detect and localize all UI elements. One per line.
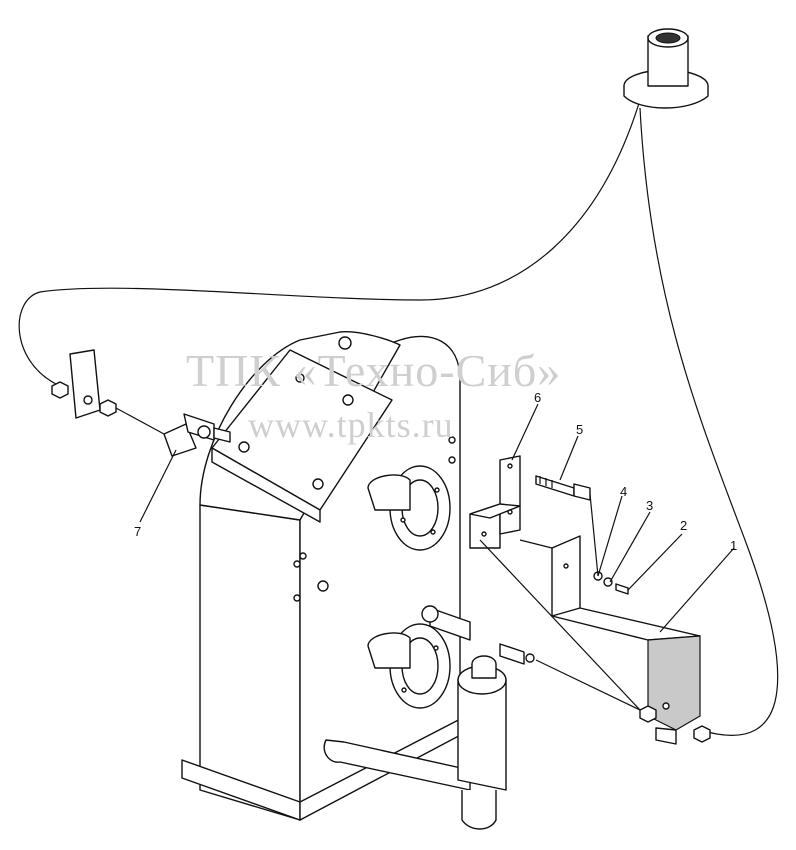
callout-7: 7 [134, 524, 141, 539]
upper-flange [367, 465, 451, 551]
callout-4: 4 [620, 484, 627, 499]
callout-5: 5 [576, 422, 583, 437]
cable-route [18, 99, 641, 385]
clamp-part-7 [163, 413, 231, 457]
cable-route-right [639, 107, 779, 736]
left-plate [69, 349, 101, 419]
callout-1: 1 [730, 538, 737, 553]
bushing-part [623, 28, 709, 109]
callout-3: 3 [646, 498, 653, 513]
washers-2-3-4 [593, 571, 629, 595]
watermark-line-2: www.tpkts.ru [248, 405, 454, 445]
nuts [51, 381, 711, 743]
assembly-lines [115, 407, 641, 711]
top-plate [211, 349, 393, 523]
watermark-line-1: ТПК «Техно-Сиб» [186, 345, 562, 396]
lower-flange [367, 623, 451, 709]
callout-6: 6 [534, 390, 541, 405]
lower-link [421, 605, 535, 665]
bolt-part-5 [535, 475, 591, 501]
bracket-part-1 [551, 535, 701, 745]
side-pipe [323, 655, 507, 830]
bracket-part-6 [469, 455, 521, 549]
leader-lines [139, 403, 735, 633]
callout-2: 2 [680, 518, 687, 533]
